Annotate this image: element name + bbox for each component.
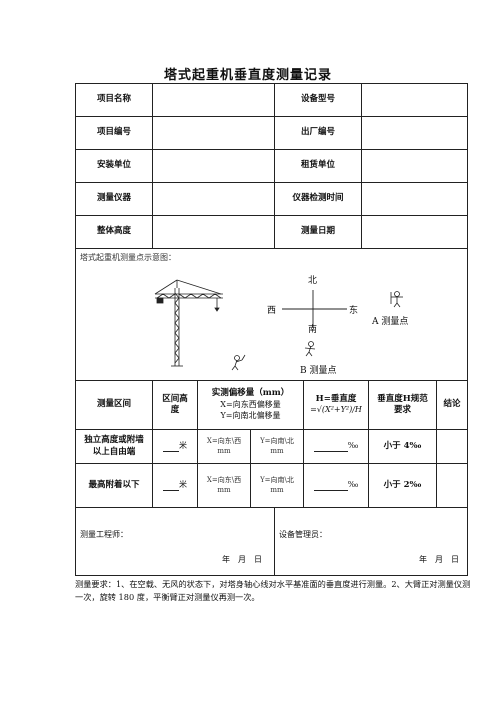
compass-south: 南	[308, 325, 318, 335]
header-offset-x: X=向东西偏移量	[220, 399, 281, 409]
header-formula: =√(X²+Y²)/H	[310, 405, 362, 415]
value-measure-date[interactable]	[361, 215, 468, 249]
label-overall-height: 整体高度	[75, 215, 153, 249]
header-section: 测量区间	[75, 380, 153, 430]
value-device-model[interactable]	[361, 83, 468, 117]
row2-verticality-blank[interactable]	[313, 481, 348, 491]
value-overall-height[interactable]	[152, 215, 275, 249]
row2-section: 最高附着以下	[75, 463, 153, 508]
value-rental-unit[interactable]	[361, 149, 468, 183]
row1-spec: 小于 4‰	[368, 429, 437, 464]
surveyor-b-icon	[231, 354, 246, 371]
row2-height-blank[interactable]	[163, 481, 179, 491]
compass-west: 西	[267, 306, 277, 316]
value-instrument-check-time[interactable]	[361, 182, 468, 216]
header-offset-y: Y=向南北偏移量	[220, 410, 281, 420]
header-verticality: H=垂直度 =√(X²+Y²)/H	[303, 380, 369, 430]
engineer-date: 年 月 日	[222, 555, 262, 564]
value-install-unit[interactable]	[152, 149, 275, 183]
row1-y-label: Y=向南\北	[260, 437, 294, 446]
row2-spec: 小于 2‰	[368, 463, 437, 508]
surveyor-b-south-icon	[304, 341, 316, 357]
row1-y[interactable]: Y=向南\北 mm	[250, 429, 304, 464]
label-device-model: 设备型号	[274, 83, 362, 117]
engineer-signature-box[interactable]: 测量工程师： 年 月 日	[75, 507, 275, 576]
header-conclusion: 结论	[436, 380, 468, 430]
header-offset: 实测偏移量（mm） X=向东西偏移量 Y=向南北偏移量	[197, 380, 304, 430]
row1-y-unit: mm	[270, 446, 284, 455]
compass-north: 北	[308, 276, 318, 286]
row1-verticality-blank[interactable]	[313, 442, 348, 452]
surveyor-a-icon	[390, 291, 403, 308]
manager-label: 设备管理员：	[279, 530, 327, 539]
manager-signature-box[interactable]: 设备管理员： 年 月 日	[274, 507, 468, 576]
label-instrument-check-time: 仪器检测时间	[274, 182, 362, 216]
row1-conclusion[interactable]	[436, 429, 468, 464]
row2-y-unit: mm	[270, 485, 284, 494]
row1-permille: ‰	[347, 441, 359, 451]
engineer-label: 测量工程师：	[80, 530, 128, 539]
row1-height-blank[interactable]	[163, 442, 179, 452]
row2-conclusion[interactable]	[436, 463, 468, 508]
row1-x-unit: mm	[217, 446, 231, 455]
diagram-caption: 塔式起重机测量点示意图：	[80, 253, 176, 262]
crane-diagram	[154, 279, 403, 371]
compass-cross	[282, 290, 347, 328]
row1-height-unit: 米	[179, 441, 187, 451]
header-height: 区间高度	[152, 380, 198, 430]
header-spec: 垂直度H规范要求	[368, 380, 437, 430]
label-measure-date: 测量日期	[274, 215, 362, 249]
manager-date: 年 月 日	[419, 555, 459, 564]
header-verticality-title: H=垂直度	[315, 393, 357, 404]
label-install-unit: 安装单位	[75, 149, 153, 183]
row2-permille: ‰	[347, 480, 359, 490]
row2-x[interactable]: X=向东\西 mm	[197, 463, 251, 508]
row2-verticality[interactable]: ‰	[303, 463, 369, 508]
row2-x-label: X=向东\西	[206, 476, 242, 485]
row1-height[interactable]: 米	[152, 429, 198, 464]
header-offset-title: 实测偏移量（mm）	[211, 388, 290, 399]
value-project-number[interactable]	[152, 116, 275, 150]
row2-y[interactable]: Y=向南\北 mm	[250, 463, 304, 508]
label-factory-number: 出厂编号	[274, 116, 362, 150]
value-instrument[interactable]	[152, 182, 275, 216]
row1-section: 独立高度或附墙以上自由端	[75, 429, 153, 464]
compass-east: 东	[349, 306, 359, 316]
row1-x[interactable]: X=向东\西 mm	[197, 429, 251, 464]
label-project-name: 项目名称	[75, 83, 153, 117]
row2-height-unit: 米	[179, 480, 187, 490]
label-rental-unit: 租赁单位	[274, 149, 362, 183]
label-instrument: 测量仪器	[75, 182, 153, 216]
value-factory-number[interactable]	[361, 116, 468, 150]
row2-height[interactable]: 米	[152, 463, 198, 508]
row2-y-label: Y=向南\北	[260, 476, 294, 485]
measurement-requirements: 测量要求：1、在空载、无风的状态下，对塔身轴心线对水平基准面的垂直度进行测量。2…	[75, 579, 471, 603]
value-project-name[interactable]	[152, 83, 275, 117]
label-point-b: B 测量点	[300, 366, 337, 376]
label-point-a: A 测量点	[372, 317, 409, 327]
label-project-number: 项目编号	[75, 116, 153, 150]
tower-crane-icon	[154, 279, 223, 367]
row2-x-unit: mm	[217, 485, 231, 494]
page-title: 塔式起重机垂直度测量记录	[163, 68, 332, 83]
row1-verticality[interactable]: ‰	[303, 429, 369, 464]
row1-x-label: X=向东\西	[206, 437, 242, 446]
